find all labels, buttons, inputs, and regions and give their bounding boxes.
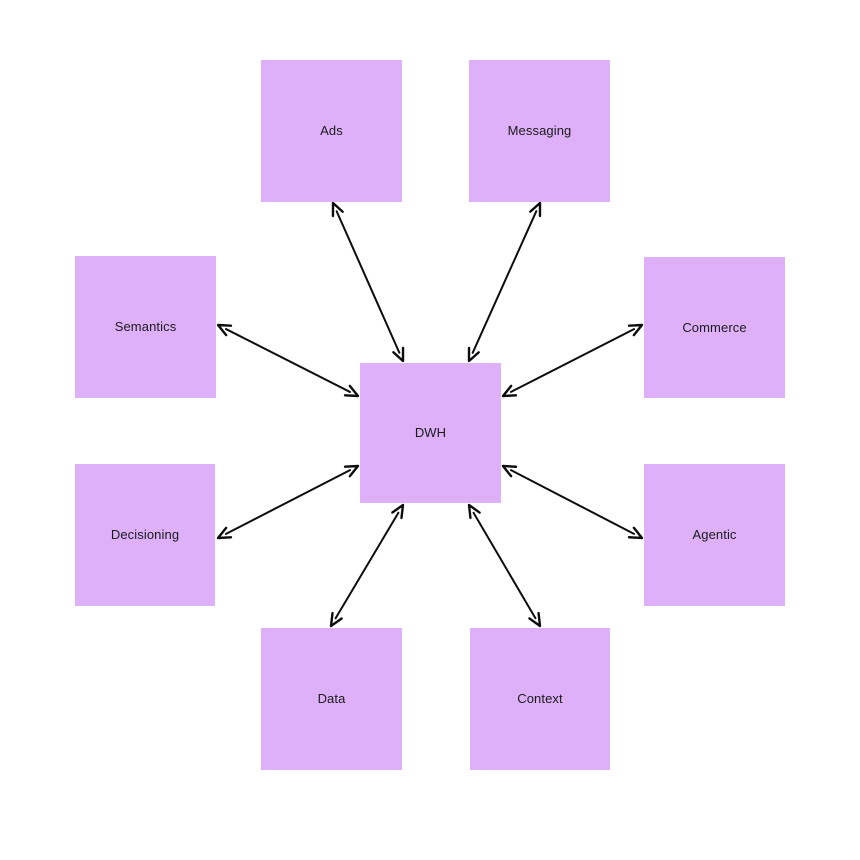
arrowhead-icon — [329, 611, 343, 628]
node-messaging[interactable]: Messaging — [469, 60, 610, 202]
arrowhead-icon — [343, 384, 360, 398]
edge-shaft — [225, 469, 351, 535]
arrowhead-icon — [529, 201, 542, 218]
node-dwh[interactable]: DWH — [360, 363, 501, 503]
edge-shaft — [471, 210, 538, 354]
node-commerce[interactable]: Commerce — [644, 257, 785, 398]
node-label-agentic: Agentic — [692, 527, 737, 542]
arrowhead-icon — [501, 384, 518, 398]
node-label-semantics: Semantics — [114, 319, 177, 334]
node-label-data: Data — [317, 691, 346, 706]
edge-messaging-dwh — [467, 201, 542, 363]
edge-agentic-dwh — [501, 464, 644, 540]
edge-commerce-dwh — [501, 323, 644, 398]
node-decisioning[interactable]: Decisioning — [75, 464, 215, 606]
node-context[interactable]: Context — [470, 628, 610, 770]
arrowhead-icon — [331, 201, 344, 218]
edge-data-dwh — [329, 503, 405, 628]
arrowhead-icon — [627, 526, 644, 540]
edge-shaft — [510, 328, 635, 393]
edge-shaft — [472, 511, 537, 620]
arrowhead-icon — [216, 526, 233, 540]
edge-context-dwh — [467, 503, 542, 628]
node-ads[interactable]: Ads — [261, 60, 402, 202]
edge-shaft — [334, 511, 400, 620]
arrowhead-icon — [528, 611, 542, 628]
edge-decisioning-dwh — [216, 464, 360, 540]
arrowhead-icon — [216, 323, 233, 337]
arrowhead-icon — [501, 464, 518, 478]
edge-shaft — [509, 469, 636, 535]
edge-shaft — [225, 328, 351, 393]
edge-ads-dwh — [331, 201, 405, 363]
arrowhead-icon — [391, 503, 405, 520]
arrowhead-icon — [467, 346, 480, 363]
node-label-messaging: Messaging — [507, 123, 572, 138]
arrowhead-icon — [627, 323, 644, 337]
edge-semantics-dwh — [216, 323, 360, 398]
node-label-ads: Ads — [320, 123, 343, 138]
node-agentic[interactable]: Agentic — [644, 464, 785, 606]
node-label-decisioning: Decisioning — [110, 527, 180, 542]
node-data[interactable]: Data — [261, 628, 402, 770]
arrowhead-icon — [343, 464, 360, 478]
node-label-dwh: DWH — [414, 425, 447, 440]
node-label-commerce: Commerce — [682, 319, 747, 335]
node-semantics[interactable]: Semantics — [75, 256, 216, 398]
arrowhead-icon — [392, 346, 405, 363]
edge-shaft — [335, 210, 401, 354]
arrowhead-icon — [467, 503, 481, 520]
node-label-context: Context — [517, 691, 563, 706]
